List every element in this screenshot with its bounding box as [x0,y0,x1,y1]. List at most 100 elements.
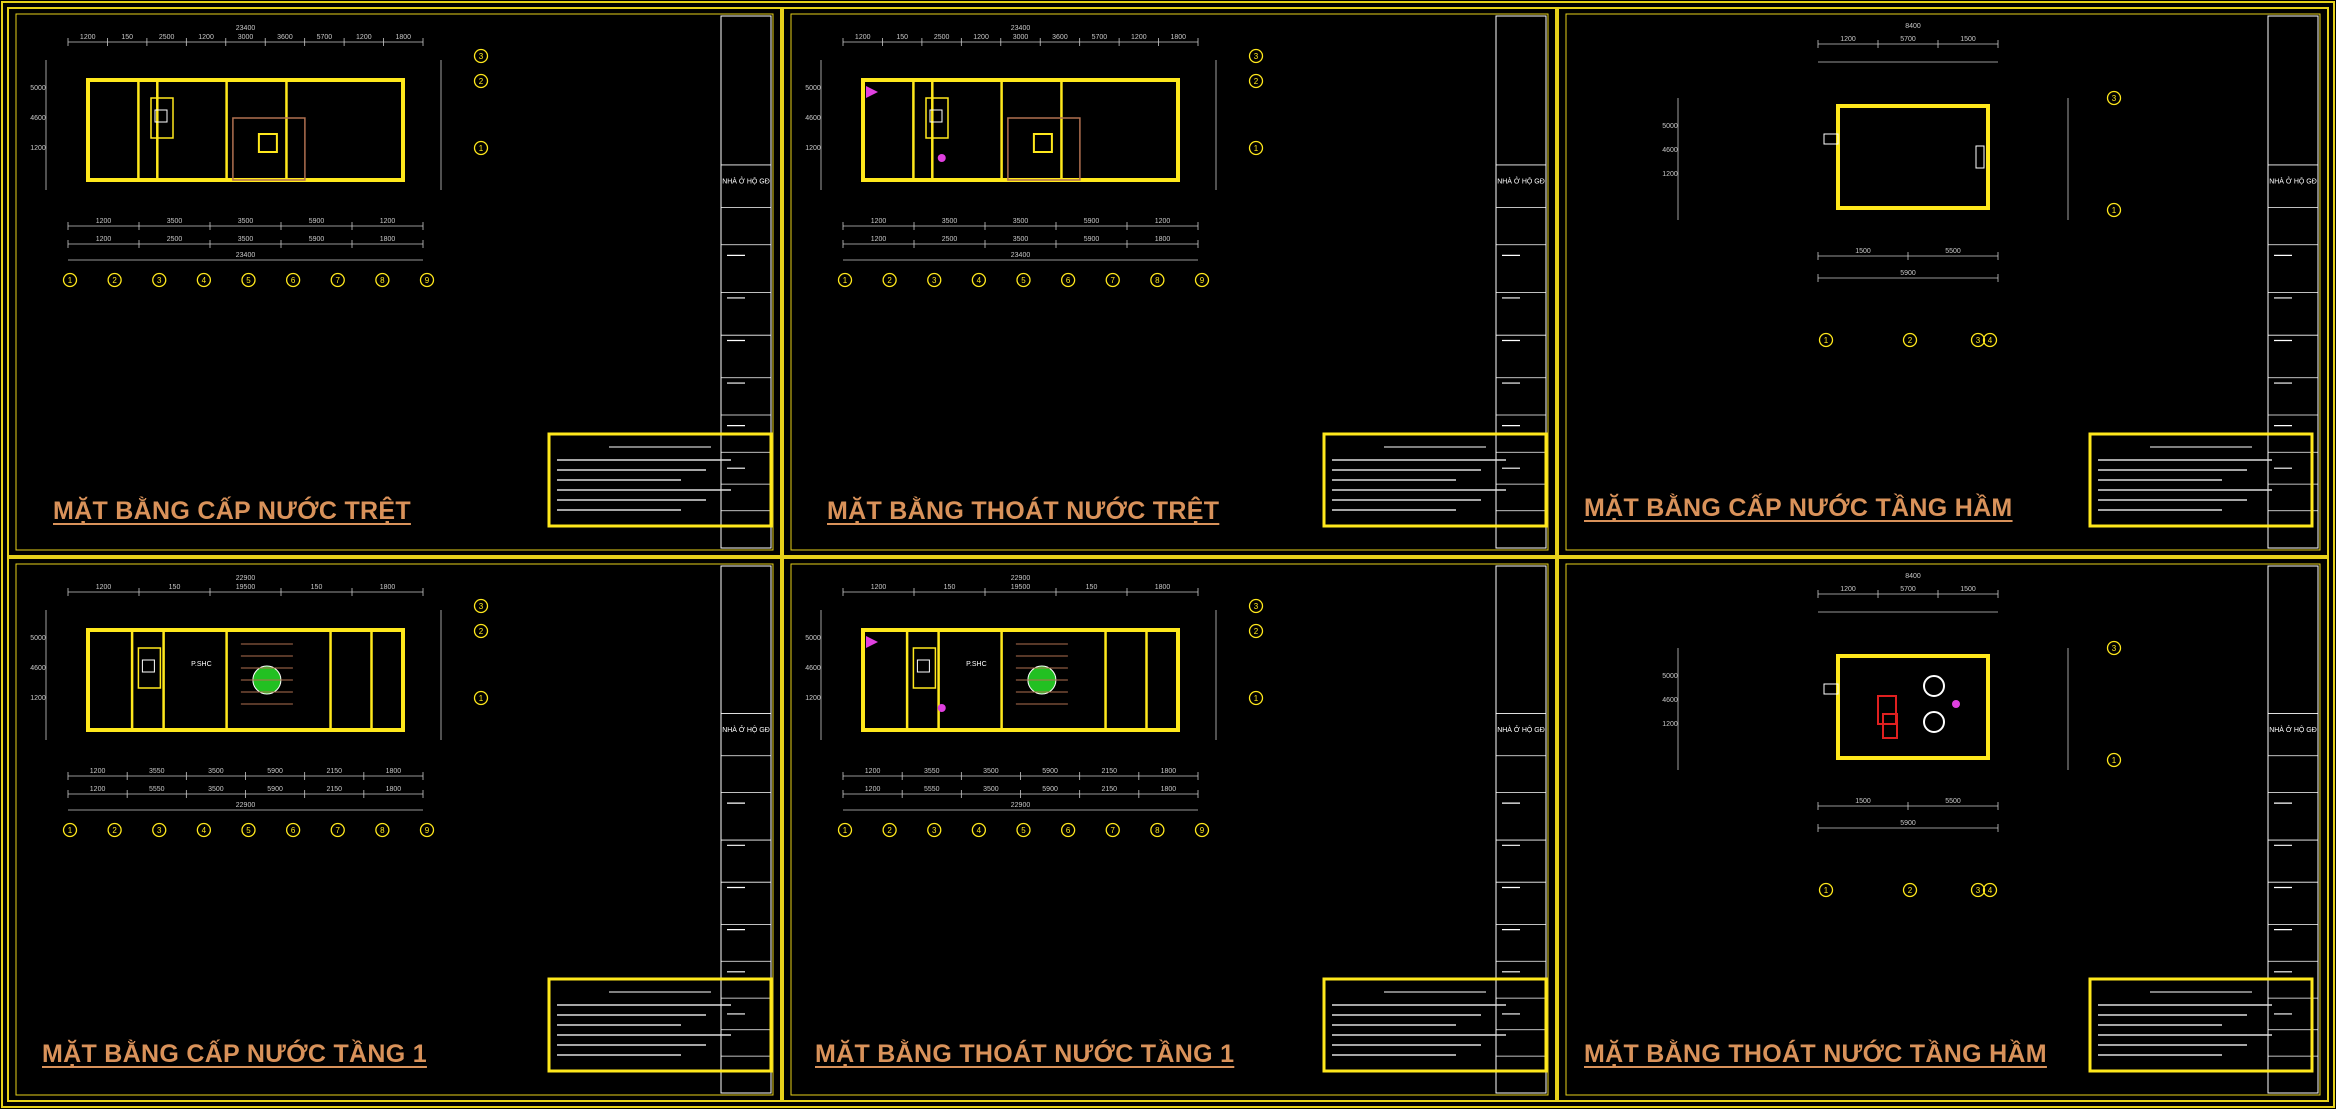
toilet-room [150,97,174,139]
axis-bubble [1194,272,1210,288]
axis-bubble [241,822,256,838]
note-box [547,432,773,528]
tank-icon [1923,711,1945,733]
axis-label: 1 [843,276,848,285]
side-dimension-text: 1200 [805,145,821,152]
drain-point [937,704,946,712]
dimension-text: 1200 [865,768,881,775]
axis-label: 1 [1254,144,1259,153]
sheet-border [7,7,782,557]
dimension-text: 1500 [1960,36,1976,43]
axis-bubble [473,623,489,639]
axis-bubble [1105,822,1120,838]
dimension-text: 1200 [356,34,372,41]
axis-bubble [473,73,489,89]
axis-bubble [473,140,489,156]
drain-marker [866,86,878,98]
title-block [720,15,772,549]
axis-label: 2 [887,826,892,835]
sheet-title-4: MẶT BẰNG CẤP NƯỚC TẦNG 1 [42,1040,427,1068]
axis-bubble [107,822,122,838]
axis-label: 4 [1988,336,1993,345]
dimension-text: 1800 [1161,786,1177,793]
sheet-inner-border [15,563,774,1096]
axis-label: 3 [1254,52,1259,61]
side-dimension-text: 4600 [1662,147,1678,154]
dimension-text: 1200 [1155,218,1171,225]
dimension-text: 1500 [1960,586,1976,593]
axis-label: 1 [1824,336,1829,345]
axis-bubble [2106,752,2122,768]
overall-dimension: 23400 [236,25,256,32]
dimension-text: 3000 [1013,34,1029,41]
dimension-text: 150 [311,584,323,591]
side-dimension-text: 1200 [30,145,46,152]
dimension-text: 150 [1086,584,1098,591]
floor-plan-walls [861,78,1180,182]
note-box [2088,977,2314,1073]
axis-bubble [1060,822,1076,838]
side-dimension-text: 4600 [805,665,821,672]
axis-label: 3 [932,276,937,285]
tank-icon [1923,675,1945,697]
overall-dimension: 8400 [1905,23,1921,30]
side-dimension-text: 4600 [30,115,46,122]
axis-label: 1 [2112,756,2117,765]
room-label: P.SHC [191,661,212,668]
stair-room [232,117,306,181]
toilet-fixture [141,659,155,673]
axis-label: 6 [291,276,296,285]
dimension-text: 1200 [973,34,989,41]
toilet-room [137,647,162,689]
dimension-text: 3500 [208,768,224,775]
overall-dimension: 22900 [236,575,256,582]
dimension-text: 5500 [1945,248,1961,255]
axis-label: 5 [246,276,251,285]
dimension-text: 1200 [1840,36,1856,43]
axis-bubble [1248,140,1264,156]
axis-bubble [473,690,489,706]
axis-bubble [2106,640,2122,656]
axis-label: 6 [291,826,296,835]
axis-label: 6 [1066,276,1071,285]
dimension-text: 3600 [1052,34,1068,41]
axis-bubble [473,48,489,64]
overall-dimension: 23400 [1011,252,1031,259]
dimension-text: 2150 [326,768,342,775]
side-dimension-text: 1200 [1662,171,1678,178]
axis-bubble [62,822,78,838]
axis-bubble [285,272,301,288]
dimension-text: 1800 [1170,34,1186,41]
axis-bubble [1818,882,1834,898]
dimension-text: 3500 [208,786,224,793]
dimension-text: 3550 [924,768,940,775]
title-block-text: NHÀ Ở HỘ GĐ [722,177,770,186]
axis-label: 4 [1988,886,1993,895]
dimension-text: 1500 [1855,248,1871,255]
dimension-text: 5700 [1900,586,1916,593]
sheet-inner-border [790,563,1549,1096]
dimension-text: 2500 [167,236,183,243]
axis-label: 2 [1254,627,1259,636]
side-dimension-text: 4600 [30,665,46,672]
axis-label: 5 [1021,826,1026,835]
overall-dimension: 22900 [236,802,256,809]
axis-label: 4 [977,826,982,835]
side-dimension-text: 4600 [805,115,821,122]
overall-dimension: 22900 [1011,575,1031,582]
dimension-text: 1200 [871,218,887,225]
axis-label: 9 [1200,276,1205,285]
axis-label: 9 [425,276,430,285]
note-box [547,977,773,1073]
floor-plan-walls [861,628,1180,732]
dimension-text: 3500 [167,218,183,225]
axis-bubble [1970,332,1986,348]
axis-bubble [152,272,167,288]
dimension-text: 5900 [1900,820,1916,827]
dimension-text: 1800 [380,584,396,591]
axis-label: 3 [932,826,937,835]
